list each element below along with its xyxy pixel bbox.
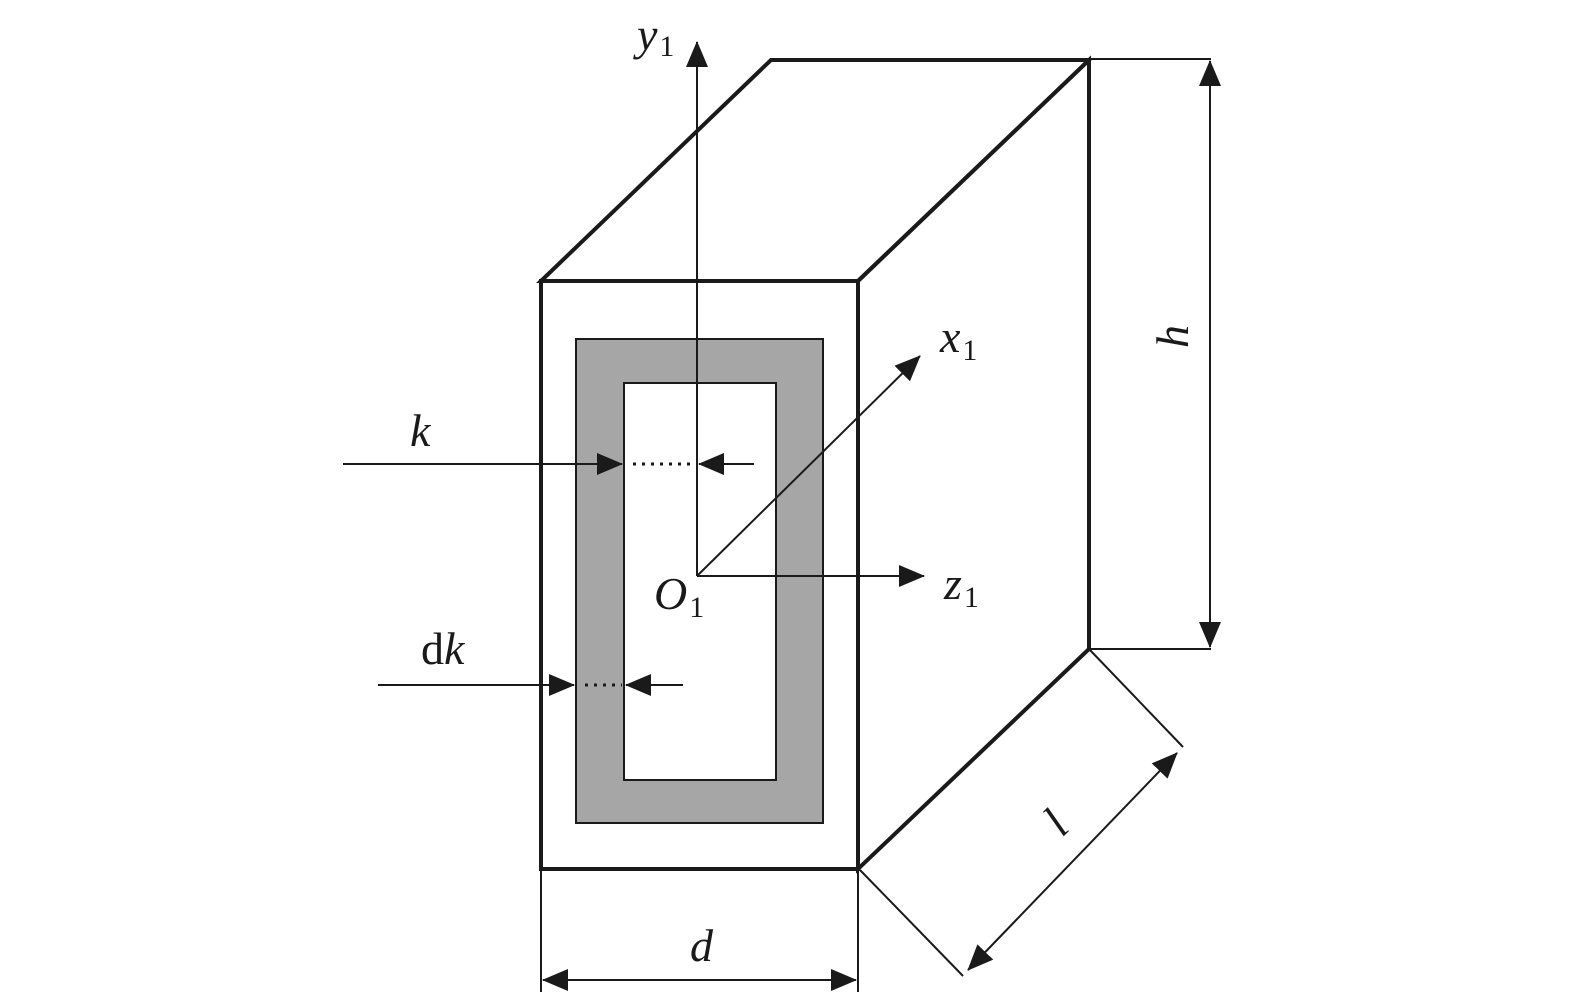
l-dimension-arrow: [967, 752, 1178, 971]
origin-label: O1: [654, 568, 704, 624]
x-axis: [696, 355, 921, 577]
shaded-layer: [575, 338, 824, 824]
l-extension-back: [1088, 648, 1184, 748]
block-side-face: [856, 55, 1091, 874]
l-extension-front: [859, 869, 964, 977]
dk-label: dk: [421, 623, 466, 674]
x-axis-label: x1: [939, 311, 977, 367]
k-label: k: [410, 405, 432, 456]
h-label: h: [1147, 325, 1198, 348]
d-label: d: [690, 920, 714, 971]
l-label: l: [1033, 800, 1078, 845]
block-top-face: [536, 58, 1094, 283]
y-axis-label: y1: [633, 9, 674, 63]
z-axis-label: z1: [943, 558, 979, 614]
